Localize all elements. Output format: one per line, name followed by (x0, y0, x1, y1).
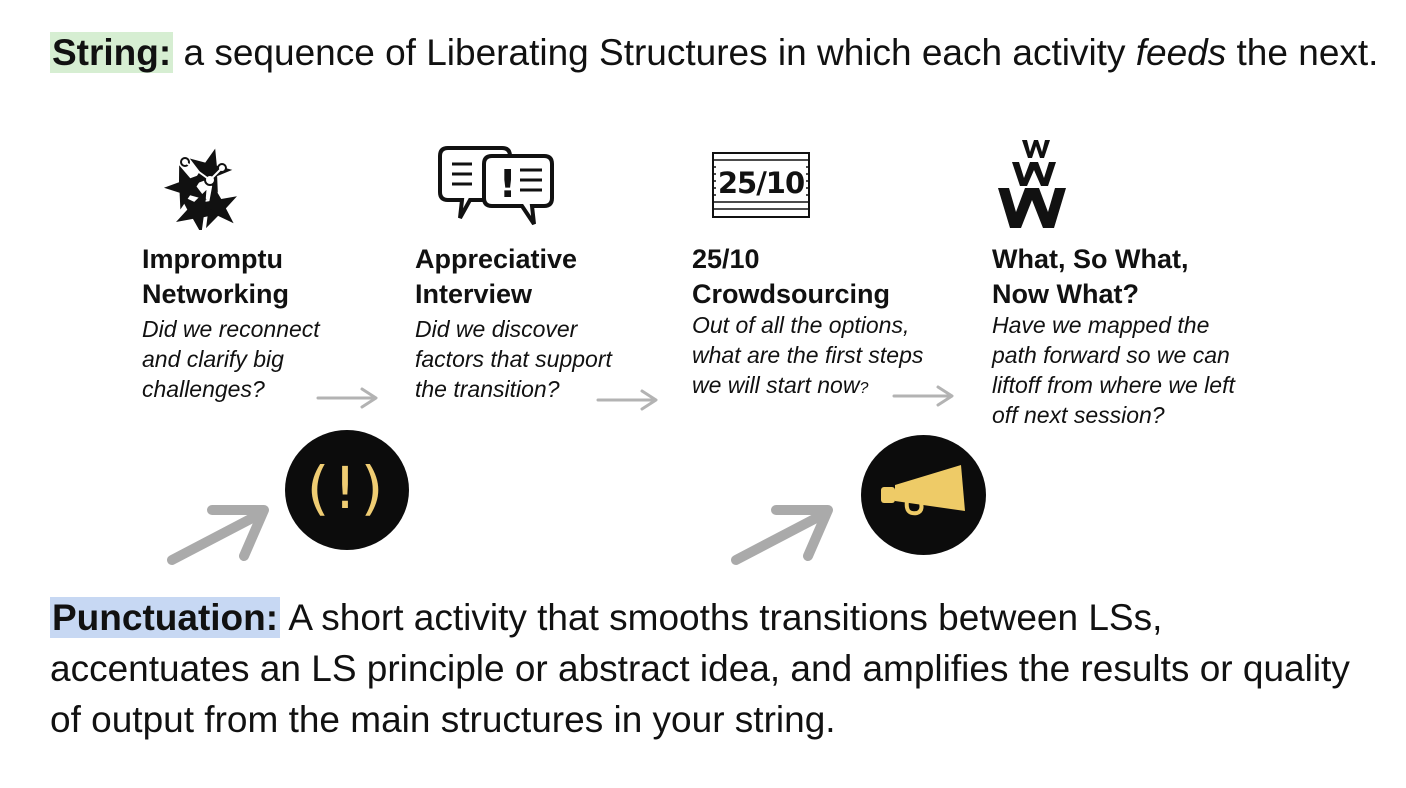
step-title-line: What, So What, (992, 244, 1189, 274)
question-line: Out of all the options, (692, 312, 910, 338)
arrow-right-icon (892, 385, 954, 407)
headline-emphasis: feeds (1135, 32, 1227, 73)
question-line: factors that support (415, 346, 612, 372)
question-line: off next session? (992, 402, 1165, 428)
score-card-icon: 25/10 (712, 152, 810, 218)
arrow-diagonal-icon (167, 505, 269, 565)
question-line-text: we will start now (692, 372, 860, 398)
string-label: String: (50, 32, 174, 73)
question-line: the transition? (415, 376, 560, 402)
step-title: What, So What, Now What? (992, 242, 1282, 312)
step-question: Did we reconnect and clarify big challen… (142, 314, 432, 404)
step-title-line: Interview (415, 279, 533, 309)
question-line: Did we reconnect (142, 316, 320, 342)
question-line: we will start now? (692, 370, 982, 404)
step-title-line: Now What? (992, 279, 1139, 309)
step-what-so-what-now-what: What, So What, Now What? Have we mapped … (992, 242, 1282, 430)
punctuation-label: Punctuation: (50, 597, 281, 638)
impromptu-networking-stars-icon (163, 148, 237, 230)
headline-text: a sequence of Liberating Structures in w… (173, 32, 1136, 73)
megaphone-icon (881, 465, 965, 516)
question-line: and clarify big (142, 346, 284, 372)
question-line: Did we discover (415, 316, 578, 342)
www-stack-icon (998, 140, 1066, 228)
question-line: Have we mapped the (992, 312, 1210, 338)
step-impromptu-networking: Impromptu Networking Did we reconnect an… (142, 242, 432, 404)
step-title-line: Crowdsourcing (692, 279, 891, 309)
step-title: Impromptu Networking (142, 242, 432, 312)
question-line: what are the first steps (692, 342, 924, 368)
step-question: Out of all the options, what are the fir… (692, 310, 982, 404)
footer-text: A short activity that smooths transition… (50, 597, 1350, 740)
headline: String: a sequence of Liberating Structu… (50, 28, 1390, 78)
question-line: path forward so we can (992, 342, 1230, 368)
step-appreciative-interview: Appreciative Interview Did we discover f… (415, 242, 705, 404)
footer-definition: Punctuation: A short activity that smoot… (50, 592, 1370, 745)
step-title-line: Appreciative (415, 244, 578, 274)
step-question: Did we discover factors that support the… (415, 314, 705, 404)
arrow-diagonal-icon (731, 505, 833, 565)
svg-text:!: ! (499, 162, 516, 206)
punctuation-megaphone-circle (861, 435, 986, 555)
headline-text-end: the next. (1226, 32, 1379, 73)
step-question: Have we mapped the path forward so we ca… (992, 310, 1282, 430)
step-25-10-crowdsourcing: 25/10 Crowdsourcing Out of all the optio… (692, 242, 982, 404)
step-title-line: Impromptu (142, 244, 283, 274)
step-title: Appreciative Interview (415, 242, 705, 312)
question-line: challenges? (142, 376, 265, 402)
exclamation-parentheses-icon: (!) (306, 454, 388, 522)
question-mark: ? (859, 380, 869, 397)
arrow-right-icon (316, 387, 378, 409)
score-card-text: 25/10 (716, 165, 806, 201)
step-title: 25/10 Crowdsourcing (692, 242, 982, 312)
step-title-line: Networking (142, 279, 290, 309)
question-line: liftoff from where we left (992, 372, 1235, 398)
arrow-right-icon (596, 389, 658, 411)
punctuation-exclamation-circle: (!) (285, 430, 409, 550)
step-title-line: 25/10 (692, 244, 760, 274)
speech-bubbles-icon: ! (438, 146, 554, 226)
